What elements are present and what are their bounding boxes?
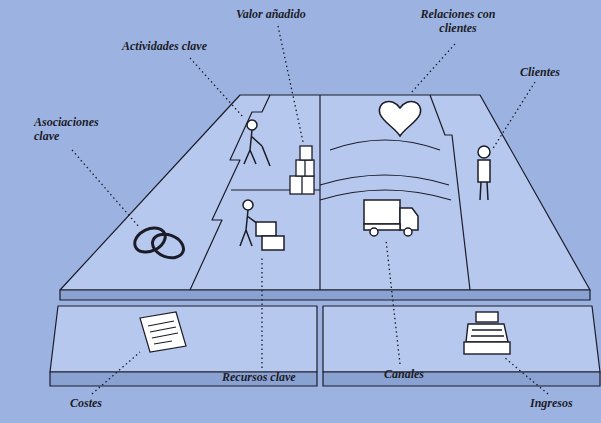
document-icon — [140, 312, 186, 352]
callout-label: Costes — [70, 397, 140, 411]
leader-line — [92, 352, 140, 394]
leader-lines — [72, 26, 548, 394]
leader-line — [505, 358, 548, 394]
board-edge — [60, 290, 590, 300]
worker-boxes-icon — [240, 200, 284, 250]
divider — [430, 95, 470, 290]
callout-label: Asociaciones clave — [34, 116, 118, 144]
cab — [400, 208, 418, 230]
drawer — [464, 342, 510, 354]
worker-icon — [244, 120, 270, 166]
ring — [149, 230, 187, 262]
box — [256, 222, 276, 236]
head — [247, 120, 257, 130]
leader-line — [492, 82, 535, 150]
ring — [131, 223, 169, 256]
divider-arc — [320, 190, 451, 200]
cargo — [364, 200, 400, 224]
board-top — [60, 95, 590, 290]
truck-icon — [364, 200, 418, 236]
keys — [466, 324, 508, 342]
callout-label: Valor añadido — [236, 8, 346, 22]
divider-arc — [330, 140, 440, 150]
bottom-right-edge — [323, 372, 600, 386]
head — [478, 146, 490, 158]
callout-label: Ingresos — [530, 397, 595, 411]
gifts-icon — [290, 146, 314, 194]
leader-line — [190, 58, 244, 118]
body — [244, 130, 262, 164]
ribbon — [301, 176, 302, 194]
callout-label: Recursos clave — [222, 371, 332, 385]
callout-label: Canales — [384, 368, 464, 382]
heart-icon — [379, 101, 420, 136]
box — [262, 236, 284, 250]
bottom-right-slab — [323, 306, 600, 372]
shovel — [262, 146, 270, 166]
legs — [480, 182, 488, 200]
divider-arc — [320, 175, 449, 185]
chassis — [364, 224, 400, 230]
paper — [140, 312, 186, 352]
rings-icon — [131, 223, 187, 262]
cash-register-icon — [464, 312, 510, 354]
display — [476, 312, 498, 322]
callout-label: Clientes — [520, 66, 595, 80]
customer-icon — [478, 146, 490, 200]
divider — [190, 95, 270, 290]
text-lines — [148, 321, 178, 344]
heart — [379, 101, 420, 136]
divider — [319, 95, 320, 290]
gift — [290, 176, 314, 194]
wheel — [370, 228, 378, 236]
leader-line — [72, 150, 140, 228]
board — [50, 95, 600, 386]
head — [243, 200, 253, 210]
key-rows — [471, 330, 504, 336]
gift — [300, 146, 312, 160]
callout-label: Actividades clave — [122, 40, 252, 54]
callout-label: Relaciones con clientes — [418, 8, 498, 36]
leader-line — [261, 256, 262, 368]
leader-line — [278, 26, 303, 142]
bottom-left-slab — [50, 306, 317, 372]
body — [478, 160, 490, 182]
wheel — [404, 228, 412, 236]
ribbon — [304, 160, 305, 176]
gift — [296, 160, 314, 176]
leader-line — [410, 44, 455, 94]
leader-line — [386, 240, 400, 364]
